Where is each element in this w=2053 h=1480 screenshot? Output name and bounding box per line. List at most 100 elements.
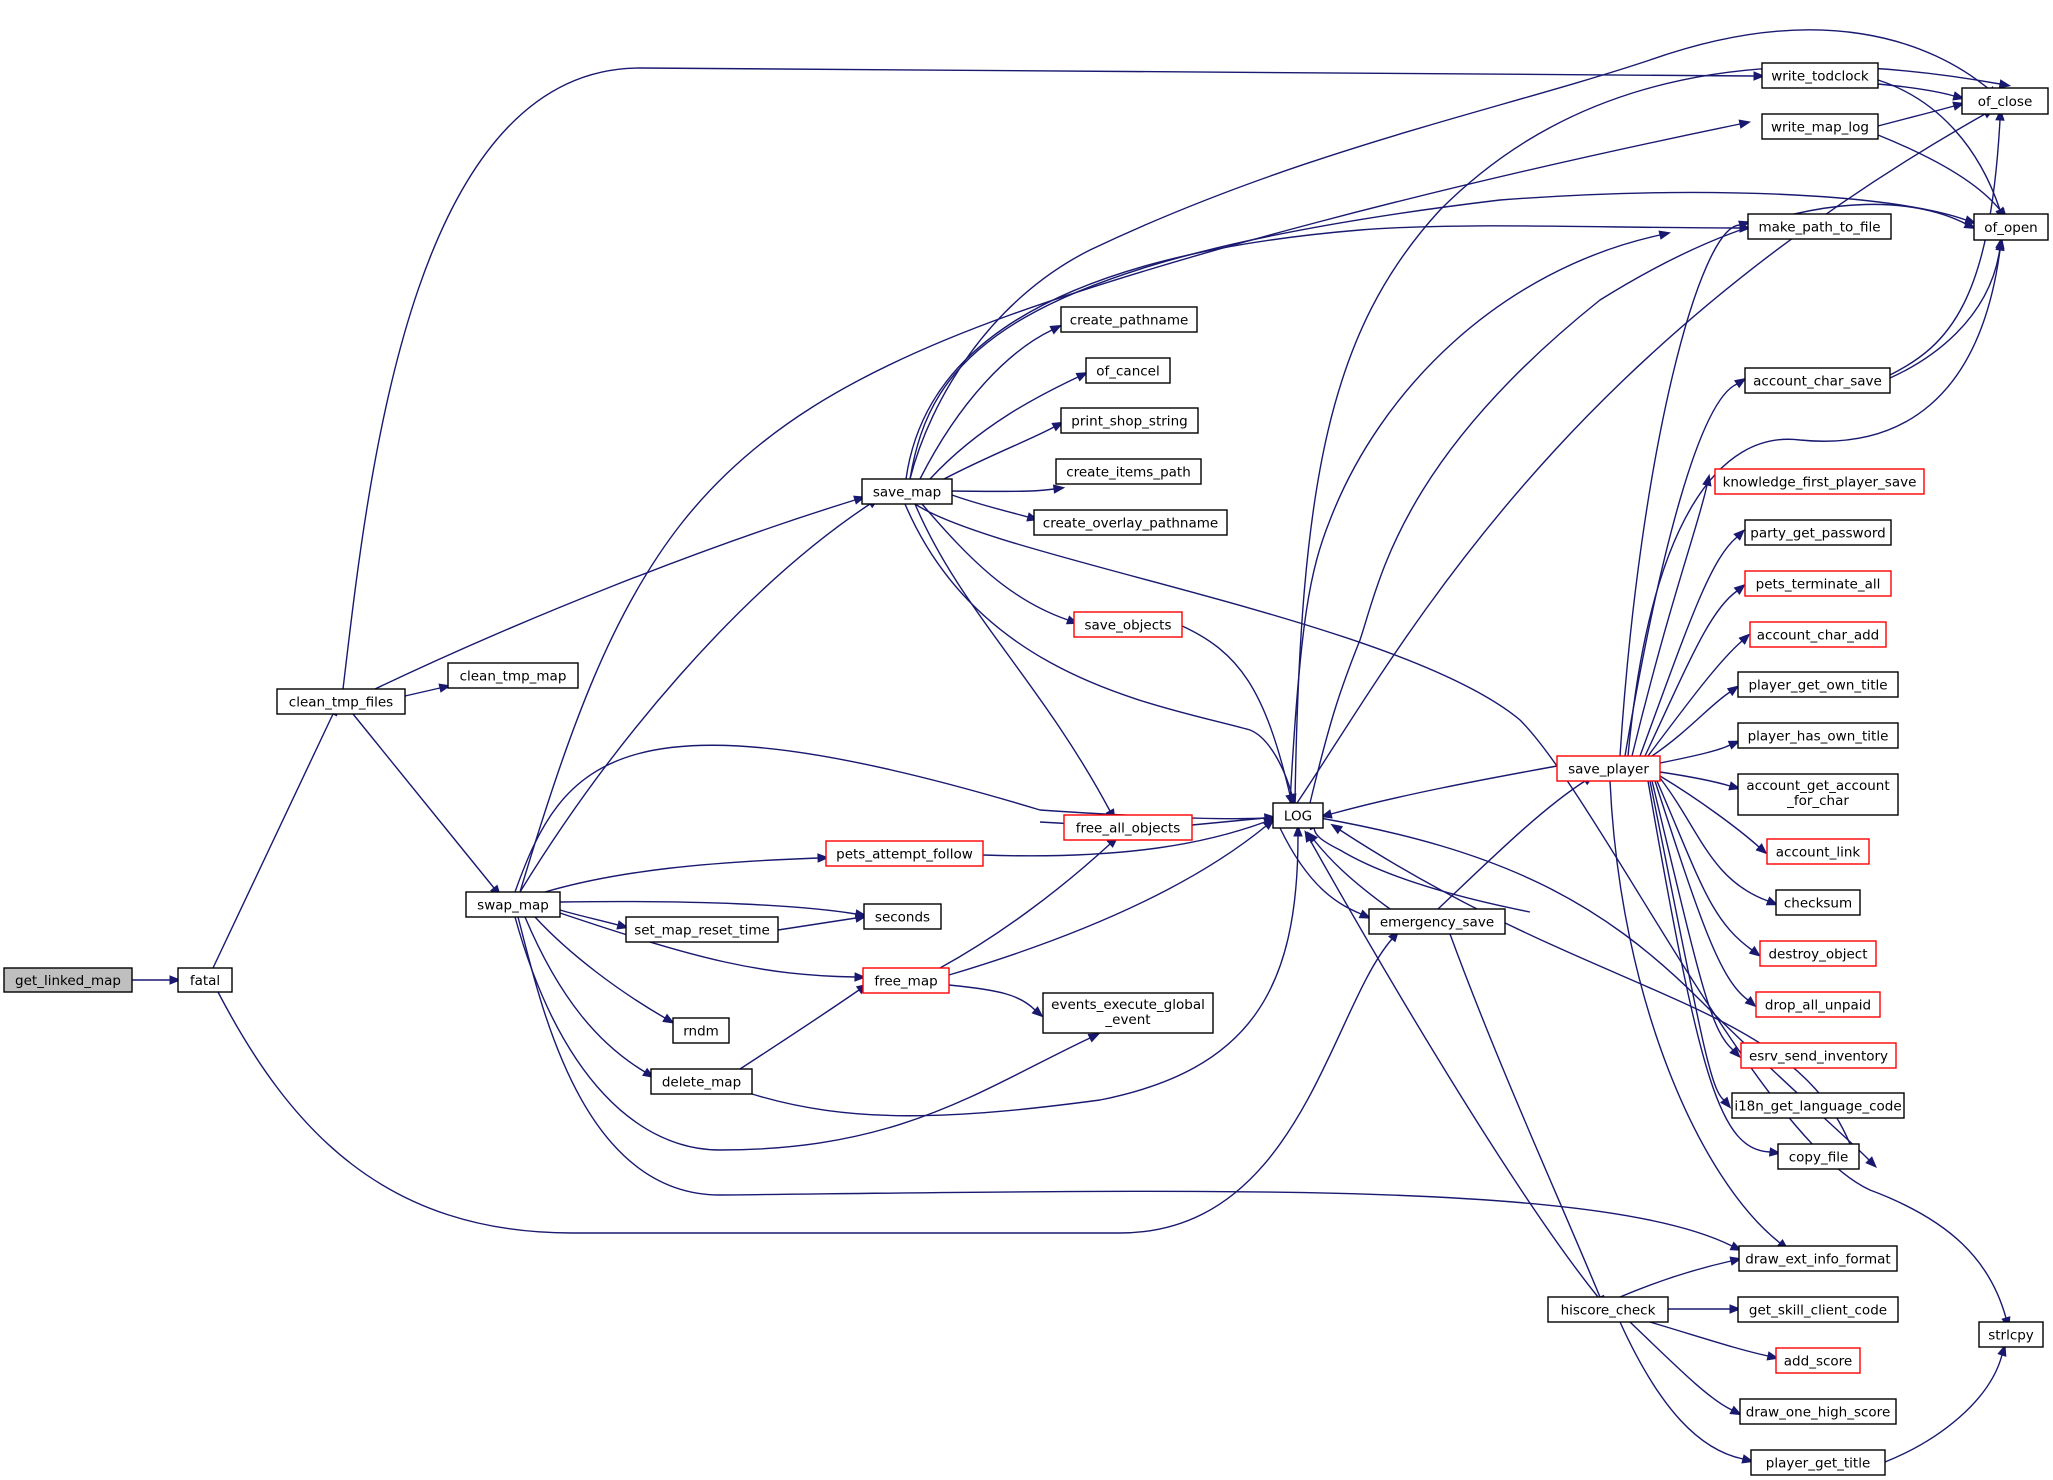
node-clean-tmp-files[interactable]: clean_tmp_files bbox=[276, 688, 406, 715]
node-box bbox=[177, 967, 233, 993]
node-seconds[interactable]: seconds bbox=[863, 903, 942, 930]
node-pets-attempt-follow[interactable]: pets_attempt_follow bbox=[825, 840, 984, 867]
edge-line bbox=[404, 687, 441, 697]
node-checksum[interactable]: checksum bbox=[1775, 889, 1861, 916]
call-edge-to-emergency_save bbox=[217, 930, 1400, 1234]
node-of-close[interactable]: of_close bbox=[1961, 87, 2049, 115]
edge-arrowhead bbox=[1726, 685, 1740, 697]
node-of-open[interactable]: of_open bbox=[1973, 213, 2049, 241]
node-write-map-log[interactable]: write_map_log bbox=[1761, 113, 1879, 140]
node-account-get-account-for-char[interactable]: account_get_account_for_char bbox=[1737, 773, 1899, 816]
node-delete-map[interactable]: delete_map bbox=[650, 1068, 753, 1095]
call-edge-to-clean_tmp_files bbox=[212, 703, 338, 969]
node-knowledge-first-player-save[interactable]: knowledge_first_player_save bbox=[1714, 468, 1925, 495]
node-fatal[interactable]: fatal bbox=[177, 967, 233, 993]
call-edge-to-print_shop_string bbox=[943, 421, 1065, 480]
edge-arrowhead bbox=[1031, 1006, 1044, 1018]
node-make-path-to-file[interactable]: make_path_to_file bbox=[1747, 213, 1892, 240]
node-destroy-object[interactable]: destroy_object bbox=[1759, 940, 1877, 967]
node-copy-file[interactable]: copy_file bbox=[1777, 1143, 1860, 1170]
node-events-execute-global-event[interactable]: events_execute_global_event bbox=[1042, 992, 1214, 1034]
edge-line bbox=[514, 916, 1091, 1151]
call-edge-to-LOG bbox=[1191, 813, 1277, 826]
node-label: save_player bbox=[1568, 762, 1649, 778]
node-box bbox=[1744, 519, 1892, 546]
call-edge-to-add_score bbox=[1649, 1321, 1780, 1361]
call-edge-to-pets_attempt_follow bbox=[544, 853, 830, 893]
node-set-map-reset-time[interactable]: set_map_reset_time bbox=[625, 916, 779, 943]
node-hiscore-check[interactable]: hiscore_check bbox=[1547, 1296, 1669, 1323]
node-add-score[interactable]: add_score bbox=[1775, 1347, 1861, 1374]
node-write-todclock[interactable]: write_todclock bbox=[1761, 62, 1879, 89]
node-player-has-own-title[interactable]: player_has_own_title bbox=[1737, 722, 1899, 749]
node-box bbox=[1060, 306, 1198, 333]
node-box bbox=[1750, 1449, 1886, 1476]
node-account-link[interactable]: account_link bbox=[1766, 838, 1870, 865]
node-esrv-send-inventory[interactable]: esrv_send_inventory bbox=[1740, 1042, 1897, 1069]
node-draw-ext-info-format[interactable]: draw_ext_info_format bbox=[1738, 1245, 1898, 1272]
node-create-pathname[interactable]: create_pathname bbox=[1060, 306, 1198, 333]
node-account-char-add[interactable]: account_char_add bbox=[1749, 621, 1887, 648]
edge-line bbox=[951, 488, 1055, 493]
node-player-get-own-title[interactable]: player_get_own_title bbox=[1737, 671, 1899, 698]
edge-arrowhead bbox=[1765, 896, 1779, 906]
node-emergency-save[interactable]: emergency_save bbox=[1368, 908, 1506, 935]
node-label: write_map_log bbox=[1771, 120, 1869, 136]
node-box bbox=[1731, 1092, 1905, 1119]
edge-line bbox=[519, 123, 1741, 893]
node-account-char-save[interactable]: account_char_save bbox=[1744, 367, 1891, 394]
call-edge-to-LOG bbox=[1320, 765, 1558, 819]
node-box bbox=[1714, 468, 1925, 495]
node-of-cancel[interactable]: of_cancel bbox=[1085, 357, 1171, 384]
edge-line bbox=[1659, 744, 1731, 764]
edge-line bbox=[517, 916, 1733, 1247]
edge-line bbox=[1619, 1260, 1732, 1298]
call-edge-to-esrv_send_inventory bbox=[1651, 780, 1741, 1059]
node-party-get-password[interactable]: party_get_password bbox=[1744, 519, 1892, 546]
node-LOG[interactable]: LOG bbox=[1272, 802, 1324, 829]
edge-line bbox=[921, 503, 1069, 621]
node-player-get-title[interactable]: player_get_title bbox=[1750, 1449, 1886, 1476]
call-edge-to-copy_file bbox=[1647, 780, 1782, 1157]
node-save-objects[interactable]: save_objects bbox=[1073, 611, 1183, 638]
call-edge-to-hiscore_check bbox=[1449, 933, 1605, 1308]
node-clean-tmp-map[interactable]: clean_tmp_map bbox=[447, 662, 579, 689]
call-edge-to-create_pathname bbox=[919, 324, 1063, 480]
node-print-shop-string[interactable]: print_shop_string bbox=[1060, 407, 1199, 434]
edge-arrowhead bbox=[1952, 101, 1965, 111]
call-edge-to-get_skill_client_code bbox=[1668, 1304, 1742, 1314]
node-pets-terminate-all[interactable]: pets_terminate_all bbox=[1744, 570, 1892, 597]
edge-line bbox=[1877, 134, 2001, 211]
call-edge-to-copy_file bbox=[1319, 817, 1877, 1169]
node-get-linked-map[interactable]: get_linked_map bbox=[3, 967, 133, 993]
edge-line bbox=[1619, 1321, 1744, 1460]
node-save-map[interactable]: save_map bbox=[861, 478, 953, 505]
call-edge-to-destroy_object bbox=[1656, 780, 1762, 957]
node-box bbox=[465, 891, 561, 918]
edge-line bbox=[519, 503, 871, 893]
call-edge-to-free_map bbox=[739, 983, 869, 1070]
node-create-overlay-pathname[interactable]: create_overlay_pathname bbox=[1033, 509, 1228, 536]
edge-arrowhead bbox=[1051, 421, 1065, 432]
node-save-player[interactable]: save_player bbox=[1556, 755, 1661, 782]
node-get-skill-client-code[interactable]: get_skill_client_code bbox=[1737, 1296, 1899, 1323]
node-box bbox=[825, 840, 984, 867]
edge-arrowhead bbox=[1753, 71, 1766, 81]
node-free-all-objects[interactable]: free_all_objects bbox=[1063, 814, 1193, 841]
node-strlcpy[interactable]: strlcpy bbox=[1978, 1321, 2044, 1348]
call-edge-to-swap_map bbox=[352, 713, 502, 897]
node-draw-one-high-score[interactable]: draw_one_high_score bbox=[1739, 1398, 1897, 1425]
edge-arrowhead bbox=[1952, 91, 1965, 101]
node-i18n-get-language-code[interactable]: i18n_get_language_code bbox=[1731, 1092, 1905, 1119]
node-free-map[interactable]: free_map bbox=[862, 967, 950, 994]
call-edge-to-LOG bbox=[1304, 830, 1599, 1298]
node-swap-map[interactable]: swap_map bbox=[465, 891, 561, 918]
node-drop-all-unpaid[interactable]: drop_all_unpaid bbox=[1755, 991, 1881, 1018]
node-label: destroy_object bbox=[1768, 947, 1867, 963]
node-box bbox=[1978, 1321, 2044, 1348]
call-edge-to-seconds bbox=[777, 913, 868, 931]
node-label: seconds bbox=[875, 910, 930, 926]
node-rndm[interactable]: rndm bbox=[672, 1017, 730, 1044]
node-create-items-path[interactable]: create_items_path bbox=[1055, 458, 1202, 485]
